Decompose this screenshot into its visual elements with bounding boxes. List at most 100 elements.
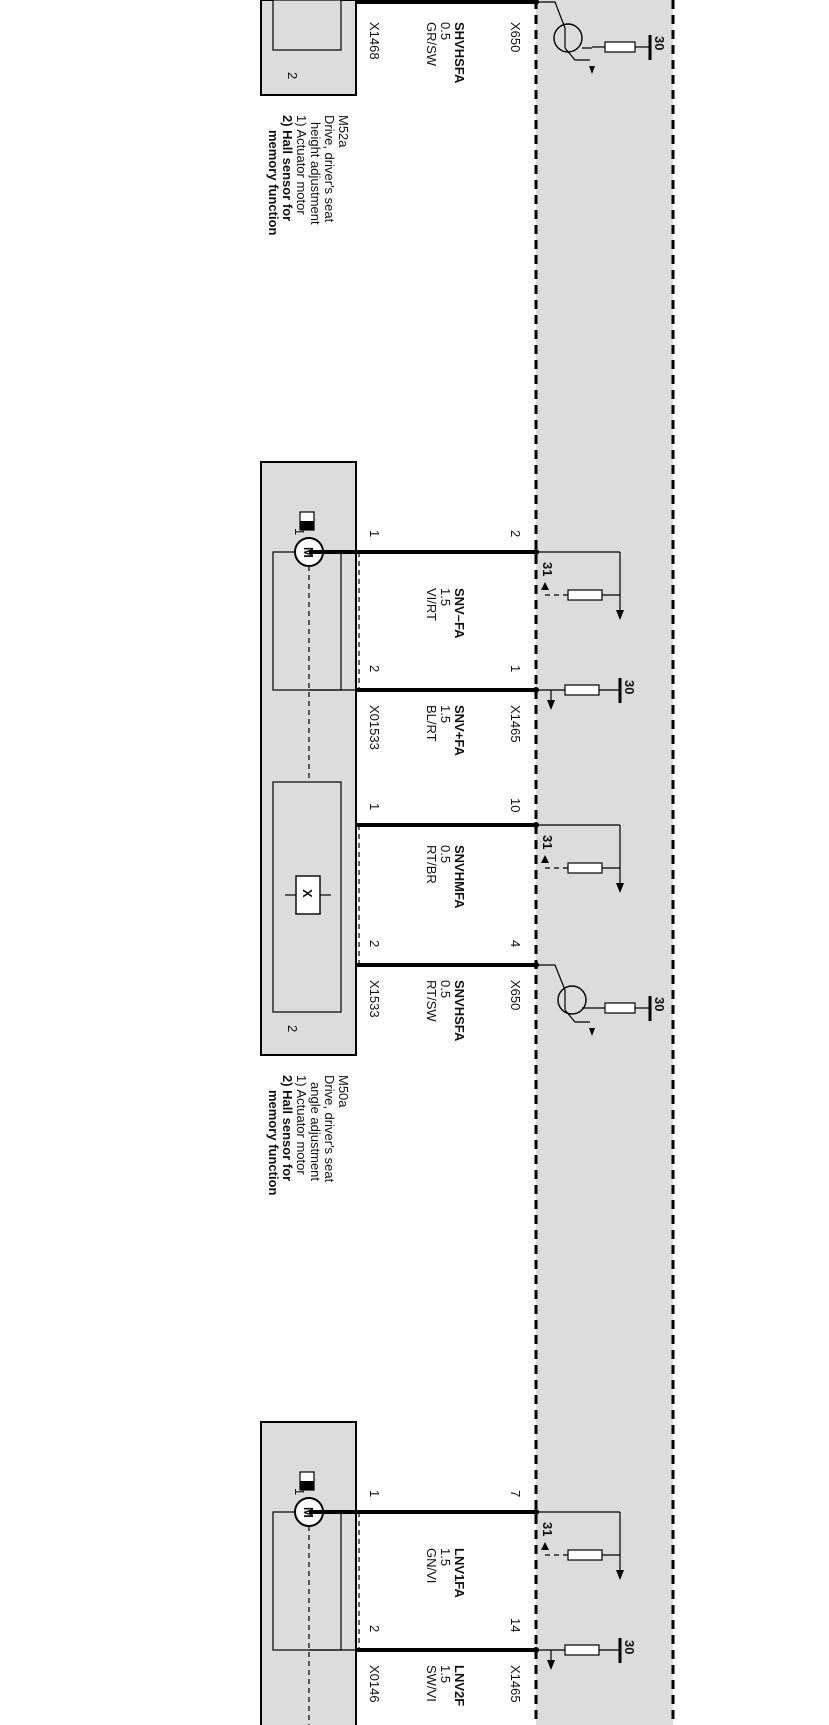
m50a-pin-2a: 2 [367, 665, 382, 672]
bottom-pin-1: 1 [367, 1490, 382, 1497]
bottom-ctrl-pin-7: 7 [508, 1490, 523, 1497]
bottom-terminal-30: 30 [622, 1640, 637, 1654]
m50a-w2-color: BL/RT [424, 705, 439, 742]
m50a-motor-symbol: M [301, 547, 316, 558]
component-m52a: 2 X650 X1468 SHVHSFA 0.5 GR/SW M52a Driv… [260, 0, 667, 236]
bottom-motor-box [272, 1511, 342, 1651]
bottom-motor-label: 1 [292, 1488, 307, 1495]
m50a-motor-label: 1 [292, 528, 307, 535]
bottom-arrow-b-icon [547, 1660, 555, 1670]
m50a-stage-31-a: 31 [534, 551, 624, 620]
bottom-ground-a-icon [616, 1570, 624, 1580]
m50a-id: M50a [336, 1075, 351, 1108]
bottom-stage-30: 30 [534, 1638, 637, 1670]
m52a-wire-size: 0.5 [438, 22, 453, 40]
m50a-terminal-30-a: 30 [622, 680, 637, 694]
m50a-transistor-icon [557, 985, 587, 1015]
m52a-ground-arrow-icon [589, 66, 595, 74]
m50a-stage-31-b: 31 [534, 824, 624, 893]
bottom-motor-flag-fill [300, 1481, 314, 1490]
m50a-ground-a-icon [616, 610, 624, 620]
bottom-w1-name: LNV1FA [452, 1548, 467, 1598]
m50a-resistor-b-icon [564, 684, 600, 696]
bottom-w1-size: 1.5 [438, 1548, 453, 1566]
m52a-desc-line2: height adjustment [308, 122, 323, 225]
m52a-desc-line4: 2) Hall sensor for [280, 115, 295, 221]
m50a-ctrl-pin-4: 4 [508, 940, 523, 947]
m50a-plug-x01533: X01533 [367, 705, 382, 750]
m50a-w4-size: 0.5 [438, 980, 453, 998]
bottom-ctrl-pin-14: 14 [508, 1618, 523, 1632]
m50a-terminal-31-b: 31 [540, 835, 555, 849]
component-m50a: M 1 X 2 1 2 1 2 2 1 10 4 SNV–FA 1.5 VI/R… [260, 461, 667, 1196]
m52a-hall-sensor [272, 0, 342, 51]
bottom-w2-color: SW/VI [424, 1665, 439, 1702]
m50a-terminal-31-a: 31 [540, 562, 555, 576]
m52a-hall-label: 2 [285, 72, 300, 79]
bottom-resistor-b-icon [564, 1644, 600, 1656]
m52a-id: M52a [336, 115, 351, 148]
bottom-stage-31: 31 [534, 1511, 624, 1580]
m50a-desc-line2: angle adjustment [308, 1082, 323, 1181]
m50a-w1-color: VI/RT [424, 588, 439, 621]
m50a-stage-30-a: 30 [534, 678, 637, 710]
m50a-pin-2b: 2 [367, 940, 382, 947]
bottom-arrow-a-icon [541, 1542, 549, 1550]
m50a-ctrl-pin-2: 2 [508, 530, 523, 537]
m52a-desc-line3: 1) Actuator motor [294, 115, 309, 215]
m52a-resistor-icon [604, 41, 636, 53]
m50a-w2-size: 1.5 [438, 705, 453, 723]
m50a-pin-1b: 1 [367, 803, 382, 810]
m50a-desc-line3: 1) Actuator motor [294, 1075, 309, 1175]
bottom-connector-x1465: X1465 [508, 1665, 523, 1703]
m50a-sensor-symbol: X [300, 889, 315, 898]
bottom-terminal-31: 31 [540, 1522, 555, 1536]
bottom-w2-size: 1.5 [438, 1665, 453, 1683]
m50a-w3-color: RT/BR [424, 845, 439, 884]
m50a-arrow-a-icon [541, 582, 549, 590]
m52a-desc-line1: Drive, driver's seat [322, 115, 337, 223]
bottom-motor-symbol: M [301, 1507, 316, 1518]
component-bottom: M 1 1 2 7 14 LNV1FA 1.5 GN/VI X1465 LNV2… [260, 1421, 637, 1725]
m50a-resistor-c-icon [567, 862, 603, 874]
m50a-resistor-a-icon [567, 589, 603, 601]
m50a-stage-transistor: 30 [534, 964, 667, 1036]
m50a-terminal-30-b: 30 [652, 997, 667, 1011]
m50a-w3-size: 0.5 [438, 845, 453, 863]
m50a-ground-c-icon [616, 883, 624, 893]
m50a-pin-1a: 1 [367, 530, 382, 537]
m50a-resistor-d-icon [604, 1002, 636, 1014]
bottom-pin-2: 2 [367, 1625, 382, 1632]
bottom-w1-color: GN/VI [424, 1548, 439, 1583]
m50a-ctrl-pin-10: 10 [508, 798, 523, 812]
m50a-hall-label: 2 [285, 1025, 300, 1032]
m50a-connector-x1465: X1465 [508, 705, 523, 743]
m50a-desc-line5: memory function [266, 1090, 281, 1196]
m50a-desc-line1: Drive, driver's seat [322, 1075, 337, 1183]
m50a-w2-name: SNV+FA [452, 705, 467, 757]
m52a-connector-x650: X650 [508, 22, 523, 52]
m50a-arrow-c-icon [541, 855, 549, 863]
m50a-w1-name: SNV–FA [452, 588, 467, 639]
m50a-ctrl-pin-1: 1 [508, 665, 523, 672]
m52a-transistor-leads [534, 1, 592, 61]
m52a-wire-color: GR/SW [424, 22, 439, 67]
m52a-terminal-30: 30 [652, 36, 667, 50]
m50a-w4-color: RT/SW [424, 980, 439, 1022]
m50a-motor-flag-fill [300, 521, 314, 530]
bottom-w2-name: LNV2F [452, 1665, 467, 1706]
m50a-ground-d-icon [589, 1028, 595, 1036]
m52a-desc-line5: memory function [266, 130, 281, 236]
m50a-plug-x1533: X1533 [367, 980, 382, 1018]
m52a-wire-name: SHVHSFA [452, 22, 467, 84]
m50a-w4-name: SNVHSFA [452, 980, 467, 1042]
m50a-w3-name: SNVHMFA [452, 845, 467, 909]
bottom-resistor-a-icon [567, 1549, 603, 1561]
m50a-connector-x650: X650 [508, 980, 523, 1010]
m52a-plug-x1468: X1468 [367, 22, 382, 60]
m50a-motor-box [272, 551, 342, 691]
control-unit-area [536, 0, 673, 1725]
m50a-desc-line4: 2) Hall sensor for [280, 1075, 295, 1181]
m50a-w1-size: 1.5 [438, 588, 453, 606]
